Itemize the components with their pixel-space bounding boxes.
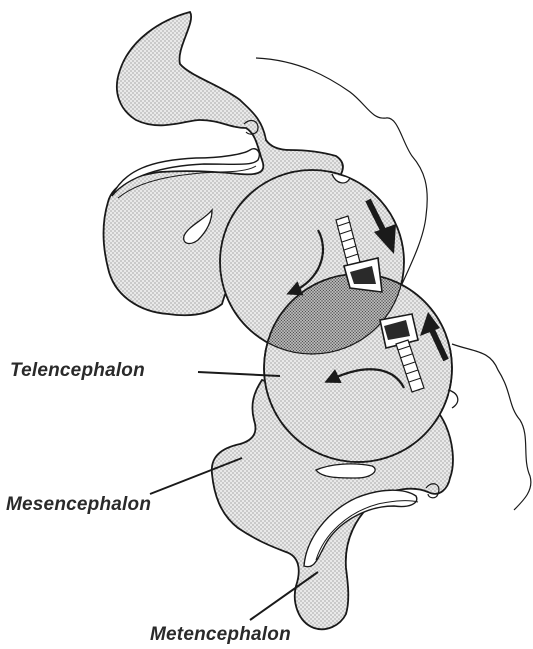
metencephalon-label: Metencephalon <box>150 624 291 646</box>
mesencephalon-label: Mesencephalon <box>6 494 151 516</box>
telencephalon-label: Telencephalon <box>10 360 145 382</box>
lower-surface-contour <box>452 344 531 510</box>
